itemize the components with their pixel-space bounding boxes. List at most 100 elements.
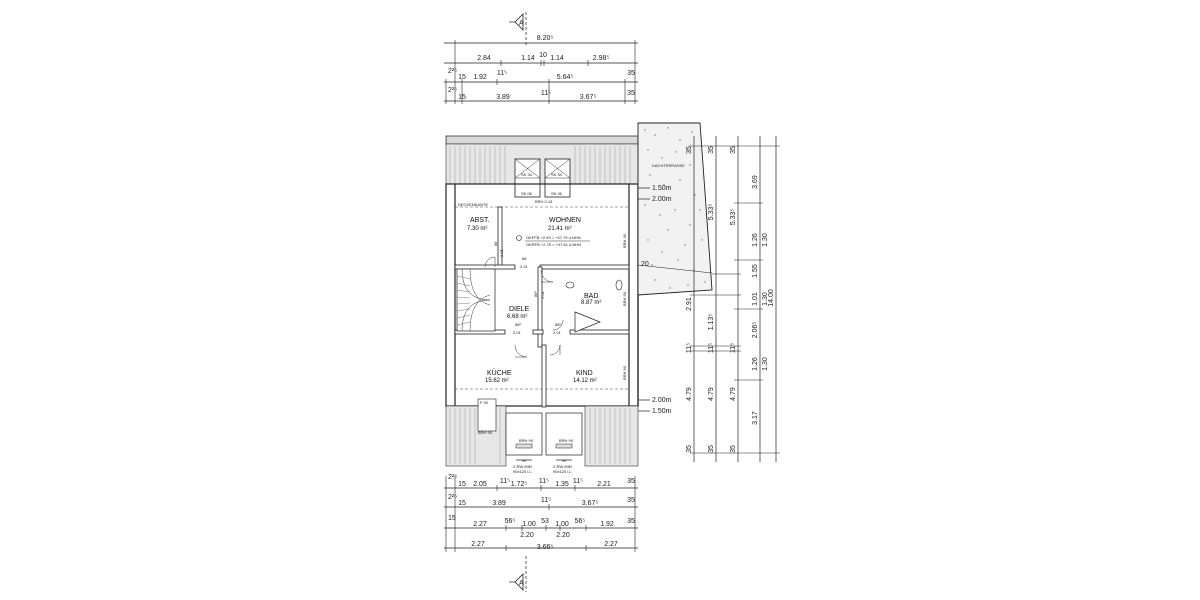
dim-top-r2-4: 5.64⁵ [557, 74, 574, 81]
dim-bot-r4-0: 2.27 [471, 541, 485, 548]
building: SK 34 SK 34 SK 06 SK 06 BRH 0.15 DECKENK… [445, 135, 639, 474]
door-mark-4b: 2.01 [553, 330, 562, 335]
dim-bot-r2-1: 15 [458, 500, 466, 507]
dim-bot-r3-6: 56⁵ [575, 518, 586, 525]
brh-label-dormer-1: BRH 90 [519, 438, 534, 443]
toilet [615, 279, 623, 291]
dim-overall-right: 14.00 [768, 289, 775, 307]
dim-bot-r1-5: 11⁵ [539, 478, 549, 485]
brh-label-top: BRH 0.15 [535, 199, 553, 204]
height-200-top: 2.00m [652, 196, 672, 203]
section-label-top: A [519, 20, 524, 27]
dim-top-r3-3: 11⁵ [541, 90, 551, 97]
dim-r2-5: 35 [708, 445, 715, 453]
door-mark-4a: 88⁵ [555, 322, 561, 327]
bathtub [574, 311, 601, 333]
dim-bot-r3-3: 1.00 [522, 521, 536, 528]
dim-top-r1-0: 2.84 [477, 55, 491, 62]
dim-r3-5: 2.06⁵ [752, 322, 759, 339]
dormer-right [545, 412, 583, 456]
dim-bot-r2-3: 11⁵ [541, 497, 551, 504]
skylight-left [514, 158, 541, 198]
dim-bot-r3-1: 2.27 [473, 521, 487, 528]
room-bad-area: 8.87 m² [581, 300, 601, 306]
room-bad-name: BAD [584, 293, 598, 300]
roof-lines-bottom [449, 408, 631, 464]
skylight-label-2: SK 34 [551, 172, 563, 177]
room-wohnen-name: WOHNEN [549, 217, 581, 224]
brh-label-right-3: BRH 90 [622, 365, 627, 380]
dim-top-r3-0: 2²⁵ [448, 87, 457, 94]
dim-bot-r1-0: 2²⁵ [448, 474, 457, 481]
dim-bot-r3-2: 56⁵ [505, 518, 516, 525]
height-200-bottom: 2.00m [652, 397, 672, 404]
dormer-left [505, 412, 543, 456]
dim-top-r3-2: 3.89 [496, 94, 510, 101]
dim-bot-r4-1: 3.66⁵ [537, 544, 554, 551]
dim-r2-0: 35 [708, 146, 715, 154]
dim-bot-r1-3: 11⁵ [500, 478, 510, 485]
door-marks: 88 2.01 88⁵ 2.01 88⁵ 2.01 88⁵ 2.01 88 2.… [493, 241, 562, 335]
dim-r3-8: 4.79 [730, 387, 737, 401]
dim-r3-9: 35 [730, 445, 737, 453]
dimension-chains-top: 8.20⁵ 2.84 1.14 10 1.14 2.98⁵ 2²⁵ 15 1.9… [444, 35, 638, 104]
okff-label-2: OKRFB +2.75 = +47.61 ü.NHN [526, 242, 581, 247]
dim-r4-0: 5.33⁵ [730, 209, 737, 226]
section-label-bottom: A [519, 580, 524, 587]
height-150-top: 1.50m [652, 185, 672, 192]
window-type-2: 2-RW MIN [553, 464, 572, 469]
dim-r2-2: 1.13⁵ [708, 314, 715, 331]
deckenkante-label: DECKENKANTE [458, 202, 488, 207]
dim-bot-r1-8: 2.21 [597, 481, 611, 488]
dim-r3-3: 1.55 [752, 264, 759, 278]
door-swings [484, 256, 564, 358]
dim-r1-3: 4.79 [686, 387, 693, 401]
roof-terrace: DACHTERRASSE 20 [637, 122, 713, 296]
dim-r2-4: 4.79 [708, 387, 715, 401]
terrace-dim: 20 [641, 261, 649, 268]
dim-bot-r2-5: 35 [627, 497, 635, 504]
door-mark-1a: 88 [522, 256, 527, 261]
door-mark-5b: 2.01 [499, 248, 504, 257]
dim-bot-r3-7: 1.92 [600, 521, 614, 528]
room-diele-area: 6.68 m² [507, 314, 527, 320]
dim-r4-2: 1.30 [762, 292, 769, 306]
dim-r4-1: 1.30 [762, 233, 769, 247]
terrace-label: DACHTERRASSE [652, 163, 685, 168]
dim-r3-6: 1.26 [752, 357, 759, 371]
room-abst-name: ABST. [470, 217, 490, 224]
dim-r3-0: 35 [730, 146, 737, 154]
dim-r2-3: 11⁵ [708, 343, 715, 353]
room-kind-name: KIND [576, 370, 593, 377]
height-150-bottom: 1.50m [652, 408, 672, 415]
room-wohnen-area: 21.41 m² [548, 226, 572, 232]
door-mark-2b: 2.01 [540, 290, 545, 299]
dim-bot-r3b-0: 2.20 [520, 532, 534, 539]
terrace-gravel-dots [644, 127, 706, 289]
dim-r3-4: 1.01 [752, 292, 759, 306]
skylight-right [544, 158, 571, 198]
dim-top-r3-5: 35 [627, 90, 635, 97]
dim-bot-r1-7: 11⁵ [573, 478, 583, 485]
room-kueche-area: 15.62 m² [485, 378, 509, 384]
dim-bot-r2-4: 3.67⁵ [582, 500, 599, 507]
dim-bot-r2-0: 2²⁵ [448, 494, 457, 501]
fw-label: F 90 [480, 400, 489, 405]
dim-bot-r3-5: 1.00 [555, 521, 569, 528]
dim-bot-r3-4: 53 [541, 518, 549, 525]
dim-r1-1: 2.91 [686, 297, 693, 311]
skylight-label-3: SK 06 [521, 191, 533, 196]
dim-bot-r4-2: 2.27 [604, 541, 618, 548]
room-kind-area: 14.12 m² [573, 378, 597, 384]
dim-r4-4: 3.17 [752, 411, 759, 425]
skylight-label-4: SK 06 [551, 191, 563, 196]
dim-bot-r3-8: 35 [627, 518, 635, 525]
dim-bot-r1-9: 35 [627, 478, 635, 485]
window-size-2: 90x120 i.L. [553, 469, 573, 474]
room-labels: ABST. 7.30 m² WOHNEN 21.41 m² DIELE 6.68… [467, 217, 601, 384]
window-size-1: 90x120 i.L. [513, 469, 533, 474]
dim-r1-2: 11⁵ [686, 343, 693, 353]
skylight-label-1: SK 34 [521, 172, 533, 177]
dim-bot-r1-2: 2.05 [473, 481, 487, 488]
roof-hatch-top [445, 143, 639, 185]
